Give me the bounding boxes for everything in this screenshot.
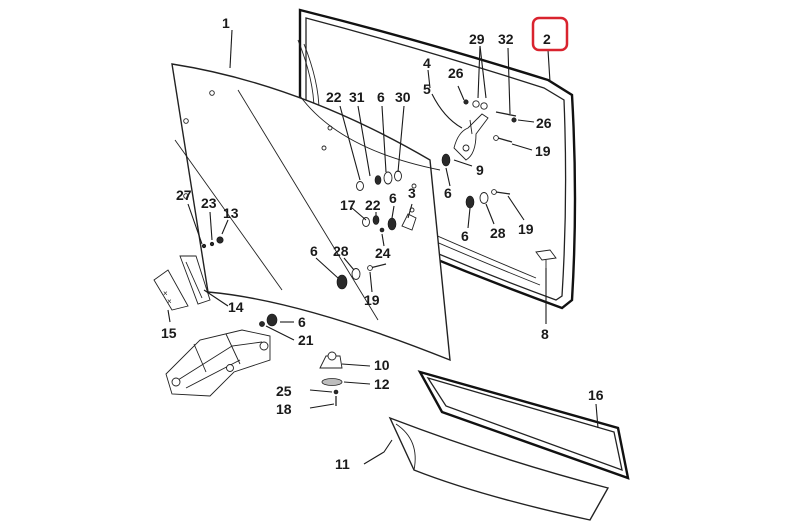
callout-27: 27 — [176, 187, 192, 203]
callout-5: 5 — [423, 81, 431, 97]
callout-19c: 19 — [364, 292, 380, 308]
callout-10: 10 — [374, 357, 390, 373]
leader-lines — [167, 29, 599, 465]
callout-21: 21 — [298, 332, 314, 348]
hinge-bracket — [165, 329, 271, 397]
callout-13: 13 — [223, 205, 239, 221]
callout-3: 3 — [408, 185, 416, 201]
callout-6f: 6 — [298, 314, 306, 330]
callout-6c: 6 — [389, 190, 397, 206]
hardware — [201, 99, 557, 406]
callout-2: 2 — [543, 31, 551, 47]
callout-26a: 26 — [448, 65, 464, 81]
callout-6d: 6 — [461, 228, 469, 244]
trim-piece-14 — [179, 255, 211, 305]
svg-text:×: × — [163, 289, 168, 298]
callout-24: 24 — [375, 245, 391, 261]
callout-17: 17 — [340, 197, 356, 213]
main-glass-panel — [171, 63, 451, 362]
callout-labels: 1 2 3 4 5 6 6 6 6 6 6 8 9 10 11 12 13 14… — [161, 15, 604, 472]
callout-9: 9 — [476, 162, 484, 178]
callout-11: 11 — [335, 456, 350, 472]
callout-6b: 6 — [444, 185, 452, 201]
highlight-box-2 — [531, 16, 569, 52]
callout-1: 1 — [222, 15, 230, 31]
callout-25: 25 — [276, 383, 292, 399]
callout-29: 29 — [469, 31, 485, 47]
callout-23: 23 — [201, 195, 217, 211]
callout-6e: 6 — [310, 243, 318, 259]
callout-30: 30 — [395, 89, 411, 105]
callout-19a: 19 — [535, 143, 551, 159]
callout-22a: 22 — [326, 89, 342, 105]
callout-15: 15 — [161, 325, 177, 341]
callout-8: 8 — [541, 326, 549, 342]
lower-glass-strip — [388, 416, 610, 521]
window-gasket — [417, 370, 630, 480]
callout-12: 12 — [374, 376, 390, 392]
callout-26b: 26 — [536, 115, 552, 131]
callout-4: 4 — [423, 55, 431, 71]
callout-28a: 28 — [333, 243, 349, 259]
callout-14: 14 — [228, 299, 244, 315]
callout-19b: 19 — [518, 221, 534, 237]
callout-18: 18 — [276, 401, 292, 417]
svg-text:×: × — [167, 297, 172, 306]
callout-6a: 6 — [377, 89, 385, 105]
callout-28b: 28 — [490, 225, 506, 241]
callout-32: 32 — [498, 31, 514, 47]
callout-31: 31 — [349, 89, 365, 105]
callout-16: 16 — [588, 387, 604, 403]
callout-22b: 22 — [365, 197, 381, 213]
trim-piece-15: × × — [153, 269, 189, 311]
